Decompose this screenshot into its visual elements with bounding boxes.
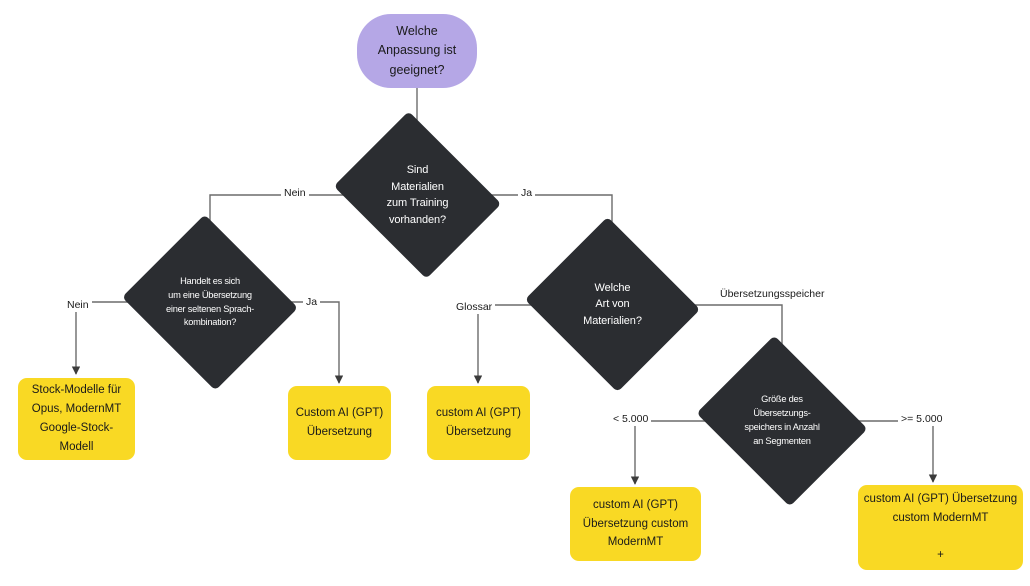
decision-training-materials-label: Sind Materialien zum Training vorhanden?: [386, 164, 449, 226]
edge-label-rare-no: Nein: [64, 299, 92, 312]
decision-rare-language-pair[interactable]: Handelt es sich um eine Übersetzung eine…: [121, 214, 299, 391]
edge-training-no: [205, 194, 352, 245]
result-stock-models-label: Stock-Modelle für Opus, ModernMT Google-…: [31, 384, 122, 453]
decision-material-type-label: Welche Art von Materialien?: [583, 281, 642, 327]
result-custom-ai-glossary[interactable]: custom AI (GPT) Übersetzung: [427, 386, 530, 460]
decision-rare-language-pair-label: Handelt es sich um eine Übersetzung eine…: [165, 275, 255, 328]
edge-label-tm-small: < 5.000: [610, 413, 652, 426]
result-custom-ai-rare-label: Custom AI (GPT) Übersetzung: [295, 407, 384, 438]
edge-rare-yes: [276, 301, 344, 384]
edge-label-training-no: Nein: [281, 187, 309, 200]
result-custom-ai-modernmt-plus[interactable]: custom AI (GPT) Übersetzung custom Moder…: [858, 485, 1023, 570]
edge-label-rare-yes: Ja: [303, 296, 321, 309]
result-custom-ai-rare[interactable]: Custom AI (GPT) Übersetzung: [288, 386, 391, 460]
edge-rare-no: [71, 301, 145, 375]
edge-label-material-glossary: Glossar: [453, 301, 496, 314]
result-custom-ai-modernmt-plus-label: custom AI (GPT) Übersetzung custom Moder…: [863, 492, 1018, 562]
result-stock-models[interactable]: Stock-Modelle für Opus, ModernMT Google-…: [18, 378, 135, 460]
start-node-label: Welche Anpassung ist geeignet?: [377, 23, 457, 77]
start-node[interactable]: Welche Anpassung ist geeignet?: [357, 14, 477, 88]
edge-label-material-tm: Übersetzungsspeicher: [717, 288, 828, 301]
decision-tm-size-label: Größe des Übersetzungs- speichers in Anz…: [744, 394, 820, 446]
decision-training-materials[interactable]: Sind Materialien zum Training vorhanden?: [333, 111, 502, 279]
edge-label-tm-large: >= 5.000: [898, 413, 946, 426]
result-custom-ai-glossary-label: custom AI (GPT) Übersetzung: [436, 407, 521, 438]
decision-tm-size[interactable]: Größe des Übersetzungs- speichers in Anz…: [696, 335, 868, 507]
edge-material-glossary: [473, 304, 547, 384]
edge-label-training-yes: Ja: [518, 187, 536, 200]
result-custom-ai-modernmt-label: custom AI (GPT) Übersetzung custom Moder…: [582, 498, 689, 549]
decision-material-type[interactable]: Welche Art von Materialien?: [524, 216, 701, 393]
result-custom-ai-modernmt[interactable]: custom AI (GPT) Übersetzung custom Moder…: [570, 487, 701, 561]
edge-tm-small: [630, 420, 716, 485]
